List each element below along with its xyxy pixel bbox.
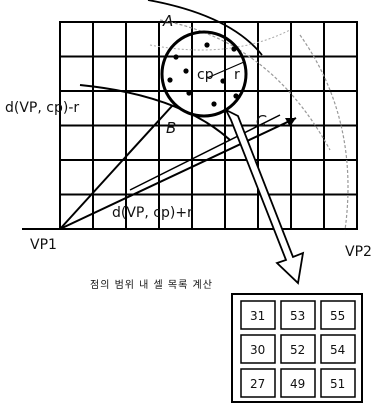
- cell-box: [240, 300, 276, 330]
- cell-box: [320, 334, 356, 364]
- table-cell: 30: [250, 343, 265, 357]
- cell-box: [320, 300, 356, 330]
- label-point-c: C: [256, 112, 267, 130]
- table-cell: 49: [290, 377, 305, 391]
- cell-box: [280, 334, 316, 364]
- label-vp2: VP2: [345, 244, 372, 260]
- label-dist-plus: d(VP, cp)+r: [112, 205, 193, 221]
- ray-vp1-to-c: [59, 117, 297, 230]
- table-cell: 51: [330, 377, 345, 391]
- table-cell: 52: [290, 343, 305, 357]
- ray-vp1-to-b: [59, 105, 173, 230]
- rays-from-vp1: [22, 105, 297, 230]
- arc-right-gray: [299, 34, 349, 231]
- cell-box: [280, 368, 316, 398]
- label-point-b: B: [166, 119, 176, 137]
- arc-top-black: [147, 0, 263, 56]
- table-cell: 54: [330, 343, 345, 357]
- table-cell: 31: [250, 309, 265, 323]
- label-cp: cp: [197, 67, 214, 83]
- table-cell: 55: [330, 309, 345, 323]
- label-vp1: VP1: [30, 237, 57, 253]
- sample-points: [167, 42, 239, 107]
- cell-box: [240, 334, 276, 364]
- label-dist-minus: d(VP, cp)-r: [5, 100, 79, 116]
- cell-grid: [59, 21, 358, 230]
- result-table: 31 53 55 30 52 54 27 49 51: [231, 293, 363, 403]
- table-cell: 53: [290, 309, 305, 323]
- arc-min-distance: [79, 84, 231, 141]
- search-circle: [160, 30, 248, 118]
- table-cell: 27: [250, 377, 265, 391]
- arc-outer-gray: [159, 19, 331, 151]
- cell-box: [320, 368, 356, 398]
- cell-box: [280, 300, 316, 330]
- label-r: r: [234, 67, 240, 83]
- label-point-a: A: [162, 12, 173, 30]
- caption: 점의 범위 내 셀 목록 계산: [90, 278, 213, 291]
- cell-box: [240, 368, 276, 398]
- ray-arrowhead: [285, 118, 296, 127]
- result-arrow: [223, 107, 305, 285]
- arc-max-distance: [129, 114, 281, 191]
- radius-line: [206, 61, 245, 79]
- boundary-arcs: [147, 0, 349, 231]
